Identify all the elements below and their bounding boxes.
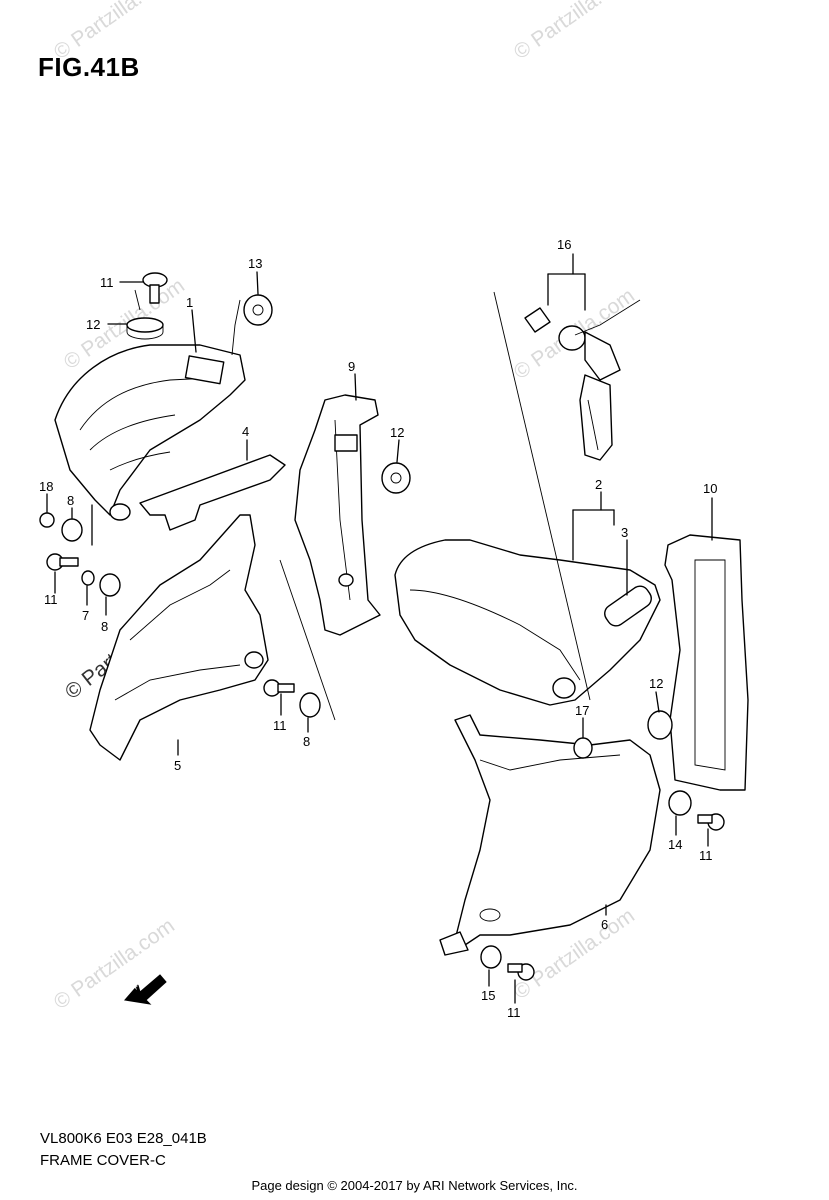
part-frame-cover-lower bbox=[89, 514, 269, 761]
part-side-cover-2 bbox=[394, 539, 661, 706]
callout-11: 11 bbox=[507, 1005, 521, 1020]
leader-lines bbox=[46, 253, 713, 1004]
callout-5: 5 bbox=[174, 758, 181, 773]
callout-8: 8 bbox=[101, 619, 108, 634]
callout-16: 16 bbox=[557, 237, 571, 252]
part-grommet-14 bbox=[668, 790, 692, 816]
callout-11: 11 bbox=[273, 718, 287, 733]
part-grommet-15 bbox=[480, 945, 502, 969]
callout-10: 10 bbox=[703, 481, 717, 496]
part-emblem-3 bbox=[604, 585, 652, 627]
callout-15: 15 bbox=[481, 988, 495, 1003]
callout-12: 12 bbox=[390, 425, 404, 440]
part-grommet-12-right bbox=[647, 710, 673, 740]
callout-12: 12 bbox=[86, 317, 100, 332]
figure-title: FIG.41B bbox=[38, 52, 140, 82]
callout-8: 8 bbox=[303, 734, 310, 749]
callout-11: 11 bbox=[44, 592, 58, 607]
part-grommet-8c bbox=[299, 692, 321, 718]
callout-12: 12 bbox=[649, 676, 663, 691]
callout-1: 1 bbox=[186, 295, 193, 310]
part-frame-cover-upper bbox=[54, 344, 246, 516]
fwd-arrow-icon: FWD bbox=[124, 974, 167, 1005]
callout-11: 11 bbox=[699, 848, 713, 863]
callout-7: 7 bbox=[82, 608, 89, 623]
callout-13: 13 bbox=[248, 256, 262, 271]
callout-17: 17 bbox=[575, 703, 589, 718]
watermark-text: © Partzilla.com bbox=[50, 0, 179, 64]
part-grommet-13 bbox=[243, 294, 273, 326]
callout-8: 8 bbox=[67, 493, 74, 508]
part-nut-18 bbox=[39, 512, 55, 528]
callout-2: 2 bbox=[595, 477, 602, 492]
part-strip-4 bbox=[139, 454, 286, 531]
diagram-code: VL800K6 E03 E28_041B bbox=[40, 1130, 207, 1147]
footer-copyright: Page design © 2004-2017 by ARI Network S… bbox=[251, 1178, 578, 1193]
callout-4: 4 bbox=[242, 424, 249, 439]
part-washer-7 bbox=[81, 570, 95, 586]
part-bracket-10 bbox=[664, 534, 749, 791]
part-cushion-17 bbox=[573, 737, 593, 759]
callout-14: 14 bbox=[668, 837, 682, 852]
callout-18: 18 bbox=[39, 479, 53, 494]
watermark-text: © Partzilla.com bbox=[510, 0, 639, 64]
callout-9: 9 bbox=[348, 359, 355, 374]
part-lock-set-16 bbox=[524, 307, 621, 461]
part-grommet-8a bbox=[61, 518, 83, 542]
callout-labels: 11 12 1 13 9 12 4 16 2 3 10 12 17 18 8 1… bbox=[39, 237, 717, 1020]
watermark-text: © Partzilla.com bbox=[50, 914, 179, 1014]
part-grommet-12-mid bbox=[381, 462, 411, 494]
part-bracket-9 bbox=[294, 394, 381, 636]
callout-6: 6 bbox=[601, 917, 608, 932]
part-cushion-12-top bbox=[126, 317, 164, 333]
callout-11: 11 bbox=[100, 275, 114, 290]
callout-3: 3 bbox=[621, 525, 628, 540]
part-grommet-8b bbox=[99, 573, 121, 597]
diagram-name: FRAME COVER-C bbox=[40, 1152, 166, 1169]
part-side-cover-6 bbox=[454, 714, 661, 946]
